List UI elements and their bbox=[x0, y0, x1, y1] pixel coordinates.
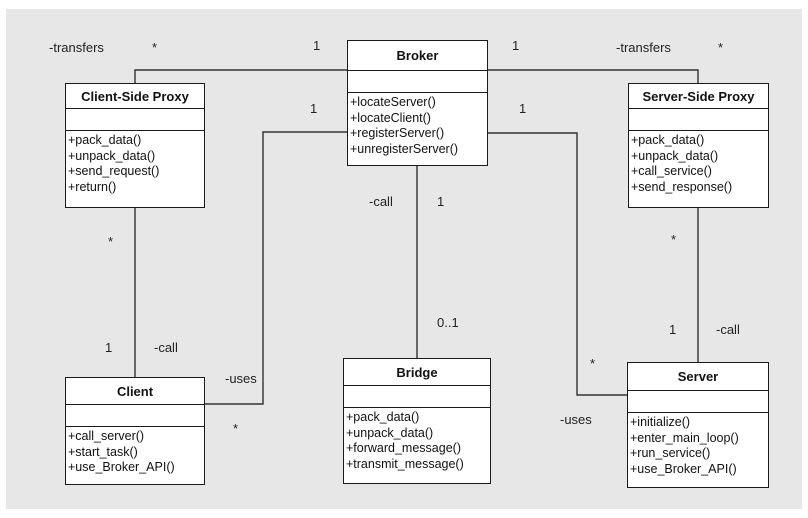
role-label: -call bbox=[716, 322, 740, 337]
role-label: -transfers bbox=[616, 40, 671, 55]
bridge-attributes bbox=[344, 386, 490, 408]
client-proxy-attributes bbox=[66, 109, 204, 131]
server-op: +use_Broker_API() bbox=[630, 461, 737, 476]
link-broker-server-proxy bbox=[487, 69, 699, 83]
role-label: -transfers bbox=[49, 40, 104, 55]
server-attributes bbox=[628, 391, 768, 413]
broker-op: +unregisterServer() bbox=[350, 141, 459, 156]
role-label: -uses bbox=[225, 371, 257, 386]
server-proxy-op: +send_response() bbox=[631, 179, 733, 194]
multiplicity-label: 1 bbox=[437, 194, 445, 209]
role-label: -uses bbox=[560, 412, 592, 427]
client-proxy-class: Client-Side Proxy +pack_data() +unpack_d… bbox=[65, 83, 205, 208]
server-proxy-class: Server-Side Proxy +pack_data() +unpack_d… bbox=[628, 83, 769, 208]
broker-op: +locateClient() bbox=[350, 110, 431, 125]
multiplicity-label: * bbox=[671, 232, 677, 247]
link-client-broker bbox=[205, 131, 347, 405]
server-proxy-operations: +pack_data() +unpack_data() +call_servic… bbox=[629, 131, 768, 195]
server-proxy-op: +call_service() bbox=[631, 164, 712, 178]
client-proxy-class-name: Client-Side Proxy bbox=[66, 84, 204, 109]
multiplicity-label: 1 bbox=[105, 340, 113, 355]
role-label: -call bbox=[154, 340, 178, 355]
bridge-class-name: Bridge bbox=[344, 359, 490, 386]
client-op: +call_server() bbox=[68, 429, 145, 443]
multiplicity-label: 0..1 bbox=[437, 315, 459, 330]
broker-class-name: Broker bbox=[348, 41, 487, 71]
multiplicity-label: 1 bbox=[519, 101, 527, 116]
client-op: +use_Broker_API() bbox=[68, 460, 175, 474]
bridge-op: +unpack_data() bbox=[346, 425, 434, 440]
bridge-op: +transmit_message() bbox=[346, 456, 464, 471]
server-proxy-op: +pack_data() bbox=[631, 133, 705, 147]
link-server-broker bbox=[487, 132, 627, 396]
server-proxy-attributes bbox=[629, 109, 768, 131]
multiplicity-label: * bbox=[108, 234, 114, 249]
multiplicity-label: 1 bbox=[669, 322, 677, 337]
multiplicity-label: * bbox=[152, 40, 158, 55]
role-label: -call bbox=[369, 194, 393, 209]
link-broker-client-proxy bbox=[134, 69, 347, 83]
client-class: Client +call_server() +start_task() +use… bbox=[65, 377, 205, 485]
broker-op: +registerServer() bbox=[350, 126, 445, 140]
multiplicity-label: 1 bbox=[310, 101, 318, 116]
broker-class: Broker +locateServer() +locateClient() +… bbox=[347, 40, 488, 166]
server-class: Server +initialize() +enter_main_loop() … bbox=[627, 362, 769, 488]
server-proxy-class-name: Server-Side Proxy bbox=[629, 84, 768, 109]
bridge-class: Bridge +pack_data() +unpack_data() +forw… bbox=[343, 358, 491, 484]
broker-op: +locateServer() bbox=[350, 95, 436, 109]
bridge-op: +pack_data() bbox=[346, 410, 420, 424]
client-class-name: Client bbox=[66, 378, 204, 405]
client-proxy-op: +return() bbox=[68, 179, 117, 194]
server-proxy-op: +unpack_data() bbox=[631, 148, 719, 163]
bridge-op: +forward_message() bbox=[346, 441, 461, 455]
bridge-operations: +pack_data() +unpack_data() +forward_mes… bbox=[344, 408, 490, 472]
client-attributes bbox=[66, 405, 204, 427]
client-proxy-op: +pack_data() bbox=[68, 133, 142, 147]
client-proxy-operations: +pack_data() +unpack_data() +send_reques… bbox=[66, 131, 204, 195]
server-op: +initialize() bbox=[630, 415, 691, 429]
client-proxy-op: +unpack_data() bbox=[68, 148, 156, 163]
server-class-name: Server bbox=[628, 363, 768, 391]
server-op: +enter_main_loop() bbox=[630, 430, 739, 445]
server-operations: +initialize() +enter_main_loop() +run_se… bbox=[628, 413, 768, 477]
client-op: +start_task() bbox=[68, 444, 138, 459]
multiplicity-label: * bbox=[718, 40, 724, 55]
multiplicity-label: 1 bbox=[512, 38, 520, 53]
multiplicity-label: 1 bbox=[313, 38, 321, 53]
broker-attributes bbox=[348, 71, 487, 93]
broker-operations: +locateServer() +locateClient() +registe… bbox=[348, 93, 487, 157]
server-op: +run_service() bbox=[630, 446, 711, 460]
multiplicity-label: * bbox=[590, 356, 596, 371]
multiplicity-label: * bbox=[233, 421, 239, 436]
client-proxy-op: +send_request() bbox=[68, 164, 160, 178]
client-operations: +call_server() +start_task() +use_Broker… bbox=[66, 427, 204, 476]
